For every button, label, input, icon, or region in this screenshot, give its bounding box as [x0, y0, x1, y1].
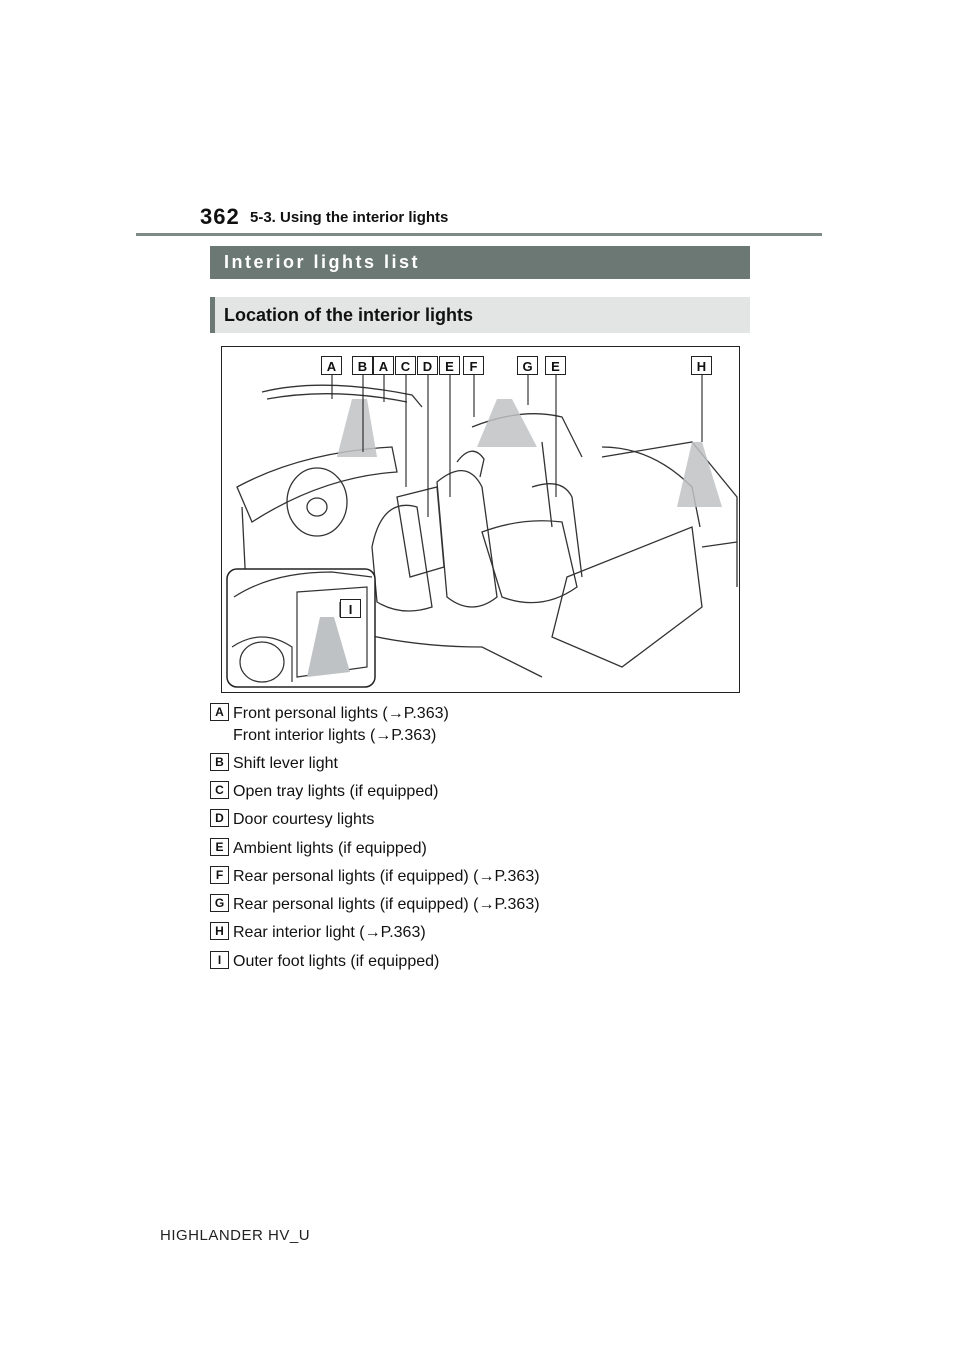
interior-lights-figure — [221, 346, 740, 693]
section-header: 5-3. Using the interior lights — [250, 209, 449, 226]
footer-model: HIGHLANDER HV_U — [160, 1227, 311, 1244]
callout-e-1: E — [439, 356, 460, 375]
legend-badge: E — [210, 838, 229, 856]
callout-e-2: E — [545, 356, 566, 375]
callout-b: B — [352, 356, 373, 375]
legend-badge: F — [210, 866, 229, 884]
legend-text: Rear interior light (→P.363) — [233, 924, 426, 941]
callout-a-2: A — [373, 356, 394, 375]
vehicle-interior-illustration — [226, 375, 738, 688]
callout-i: I — [340, 599, 361, 618]
legend-text: Rear personal lights (if equipped) (→P.3… — [233, 896, 540, 913]
callout-h: H — [691, 356, 712, 375]
legend-badge: A — [210, 703, 229, 721]
callout-c: C — [395, 356, 416, 375]
header-rule — [136, 233, 822, 236]
legend-badge: H — [210, 922, 229, 940]
callout-g: G — [517, 356, 538, 375]
legend-badge: I — [210, 951, 229, 969]
legend-badge: D — [210, 809, 229, 827]
page-title: Interior lights list — [210, 246, 750, 279]
callout-f: F — [463, 356, 484, 375]
legend-text: Rear personal lights (if equipped) (→P.3… — [233, 868, 540, 885]
legend-badge: G — [210, 894, 229, 912]
legend-text: Front interior lights (→P.363) — [233, 727, 437, 744]
page-number: 362 — [200, 204, 240, 229]
legend-text: Outer foot lights (if equipped) — [233, 953, 440, 970]
legend-text: Ambient lights (if equipped) — [233, 840, 427, 857]
legend-text: Door courtesy lights — [233, 811, 375, 828]
legend-text: Front personal lights (→P.363) — [233, 705, 449, 722]
legend-text: Open tray lights (if equipped) — [233, 783, 439, 800]
callout-d: D — [417, 356, 438, 375]
subsection-title: Location of the interior lights — [210, 297, 750, 333]
callout-a-1: A — [321, 356, 342, 375]
legend-text: Shift lever light — [233, 755, 338, 772]
legend-badge: B — [210, 753, 229, 771]
legend-badge: C — [210, 781, 229, 799]
